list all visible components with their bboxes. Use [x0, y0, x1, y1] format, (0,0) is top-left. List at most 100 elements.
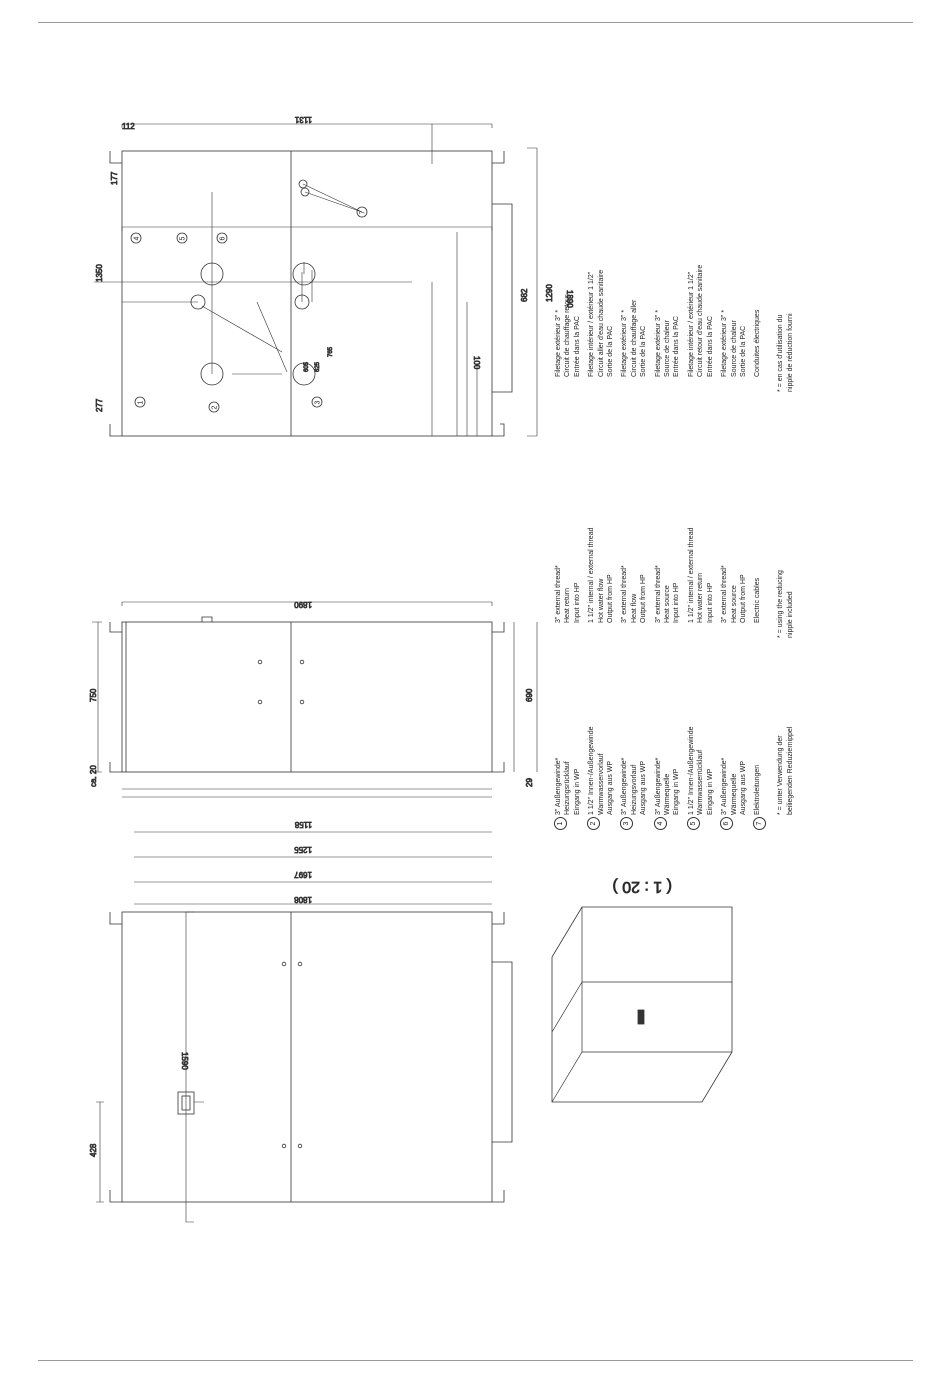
- legend-de: 3" Außengewinde* Wärmequelle Ausgang aus…: [721, 757, 747, 815]
- side-view-screw: [257, 699, 263, 705]
- legend-row-6: 6 3" Außengewinde* Wärmequelle Ausgang a…: [718, 110, 751, 830]
- legend-number: 7: [753, 817, 767, 830]
- dim-1255: 1255: [294, 845, 312, 854]
- bottom-rule: [38, 1360, 913, 1361]
- side-view-feet: [109, 616, 505, 773]
- dim-1290: 1290: [545, 284, 554, 302]
- legend-fr: Conduites électriques: [754, 309, 762, 377]
- connection-legend: 1 3" Außengewinde* Heizungsrücklauf Eing…: [552, 110, 795, 830]
- top-view-rear-notch: [492, 203, 513, 393]
- dim-1697: 1697: [294, 870, 312, 879]
- dim-1158: 1158: [294, 820, 312, 829]
- legend-footnote: * = unter Verwendung der beiliegenden Re…: [768, 110, 795, 830]
- legend-row-1: 1 3" Außengewinde* Heizungsrücklauf Eing…: [552, 110, 585, 830]
- dim-100: 100: [472, 356, 481, 370]
- top-view: 1131 112 177 1350 277 1290 682 100 605 6…: [94, 115, 574, 437]
- front-view: 428 1590: [89, 911, 513, 1223]
- legend-fr: Filetage extérieur 3" * Source de chaleu…: [654, 309, 681, 377]
- legend-row-4: 4 3" Außengewinde* Wärmequelle Eingang i…: [652, 110, 685, 830]
- footnote-de: * = unter Verwendung der beiliegenden Re…: [777, 726, 794, 815]
- dim-177: 177: [110, 171, 119, 185]
- svg-text:3: 3: [315, 401, 322, 405]
- side-view-outline: [121, 621, 493, 773]
- dim-29: 29: [525, 778, 534, 787]
- dim-112: 112: [122, 122, 135, 131]
- isometric-view: ( 1 : 20 ): [551, 878, 733, 1103]
- legend-en: 1 1/2" internal / external thread Hot wa…: [687, 527, 714, 624]
- legend-number: 5: [686, 817, 700, 830]
- side-view: 1890 750 690 ca. 20 29 1158 1255 1697 18…: [89, 600, 538, 905]
- dim-1350: 1350: [95, 264, 104, 282]
- callout-7: 7: [356, 206, 368, 218]
- top-view-feet: [109, 151, 505, 437]
- footnote-fr: * = en cas d'utilisation du nipple de ré…: [777, 313, 794, 392]
- iso-outline: [551, 906, 733, 1103]
- legend-en: 3" external thread* Heat return Input in…: [555, 565, 581, 623]
- front-view-dimension-lines: [96, 911, 204, 1223]
- scale-label: ( 1 : 20 ): [612, 878, 672, 895]
- legend-fr: Filetage extérieur 3" * Circuit de chauf…: [621, 299, 648, 377]
- legend-de: Elektroleitungen: [754, 764, 762, 815]
- legend-number: 4: [653, 817, 667, 830]
- legend-number: 2: [587, 817, 601, 830]
- callout-5: 5: [176, 232, 188, 244]
- connection-leaders: [122, 192, 305, 374]
- legend-fr: Filetage intérieur / extérieur 1 1/2" Ci…: [588, 269, 615, 377]
- svg-text:6: 6: [220, 237, 227, 241]
- callout-2: 2: [208, 401, 220, 413]
- svg-text:1: 1: [138, 401, 145, 405]
- legend-fr: Filetage extérieur 3" * Source de chaleu…: [721, 309, 747, 377]
- legend-de: 3" Außengewinde* Wärmequelle Eingang in …: [654, 757, 681, 815]
- side-view-dimension-lines: [92, 601, 538, 905]
- dim-1808: 1808: [294, 895, 312, 904]
- legend-row-7: 7 Elektroleitungen Electric cables Condu…: [751, 110, 768, 830]
- top-view-outline: [121, 150, 493, 437]
- dim-1890-side: 1890: [294, 600, 312, 609]
- dim-682: 682: [520, 288, 529, 302]
- legend-de: 1 1/2" Innen-/Außengewinde Warmwasservor…: [588, 726, 615, 816]
- legend-en: 3" external thread* Heat source Output f…: [721, 565, 747, 623]
- callout-3: 3: [311, 396, 323, 408]
- legend-number: 1: [554, 817, 567, 830]
- dim-277: 277: [95, 398, 104, 412]
- callout-6: 6: [216, 232, 228, 244]
- svg-text:2: 2: [212, 406, 219, 410]
- svg-text:5: 5: [180, 237, 187, 241]
- footnote-en: * = using the reducing nipple included: [777, 570, 794, 638]
- legend-de: 3" Außengewinde* Heizungsrücklauf Eingan…: [555, 757, 581, 815]
- legend-number: 3: [620, 817, 634, 830]
- dim-765: 765: [328, 346, 334, 357]
- iso-edges: [551, 907, 732, 1103]
- dim-ca20: ca. 20: [89, 765, 98, 787]
- callout-bubbles: 1 2 3 4 5 6 7: [130, 206, 368, 413]
- legend-row-2: 2 1 1/2" Innen-/Außengewinde Warmwasserv…: [585, 110, 618, 830]
- side-view-screw: [257, 659, 263, 665]
- legend-en: 3" external thread* Heat flow Output fro…: [621, 565, 648, 623]
- dim-1590: 1590: [180, 1052, 189, 1070]
- legend-row-5: 5 1 1/2" Innen-/Außengewinde Warmwasserr…: [685, 110, 718, 830]
- side-view-screw: [299, 699, 305, 705]
- dim-428: 428: [89, 1143, 98, 1157]
- front-view-screw: [281, 961, 287, 967]
- connection-3: [292, 362, 316, 386]
- legend-en: Electric cables: [754, 577, 762, 623]
- legend-en: 3" external thread* Heat source Input in…: [654, 565, 681, 623]
- svg-text:4: 4: [134, 237, 141, 241]
- connection-7b: [298, 179, 308, 189]
- top-rule: [38, 22, 913, 23]
- drawing-sheet: 1131 112 177 1350 277 1290 682 100 605 6…: [82, 82, 912, 1302]
- legend-de: 3" Außengewinde* Heizungsvorlauf Ausgang…: [621, 757, 648, 815]
- dim-1890-top: 1890: [565, 290, 574, 308]
- callout-leaders: [201, 183, 363, 375]
- side-view-screw: [299, 659, 305, 665]
- legend-en: 1 1/2" internal / external thread Hot wa…: [588, 527, 615, 624]
- front-view-screw: [297, 961, 303, 967]
- front-view-feet: [109, 912, 513, 1203]
- dim-625: 625: [315, 361, 321, 372]
- legend-fr: Filetage intérieur / extérieur 1 1/2" Ci…: [687, 264, 714, 377]
- front-view-screw: [297, 1143, 303, 1149]
- legend-de: 1 1/2" Innen-/Außengewinde Warmwasserrüc…: [687, 726, 714, 816]
- front-view-screw: [281, 1143, 287, 1149]
- dim-750: 750: [89, 688, 98, 702]
- iso-vent: [637, 1009, 645, 1025]
